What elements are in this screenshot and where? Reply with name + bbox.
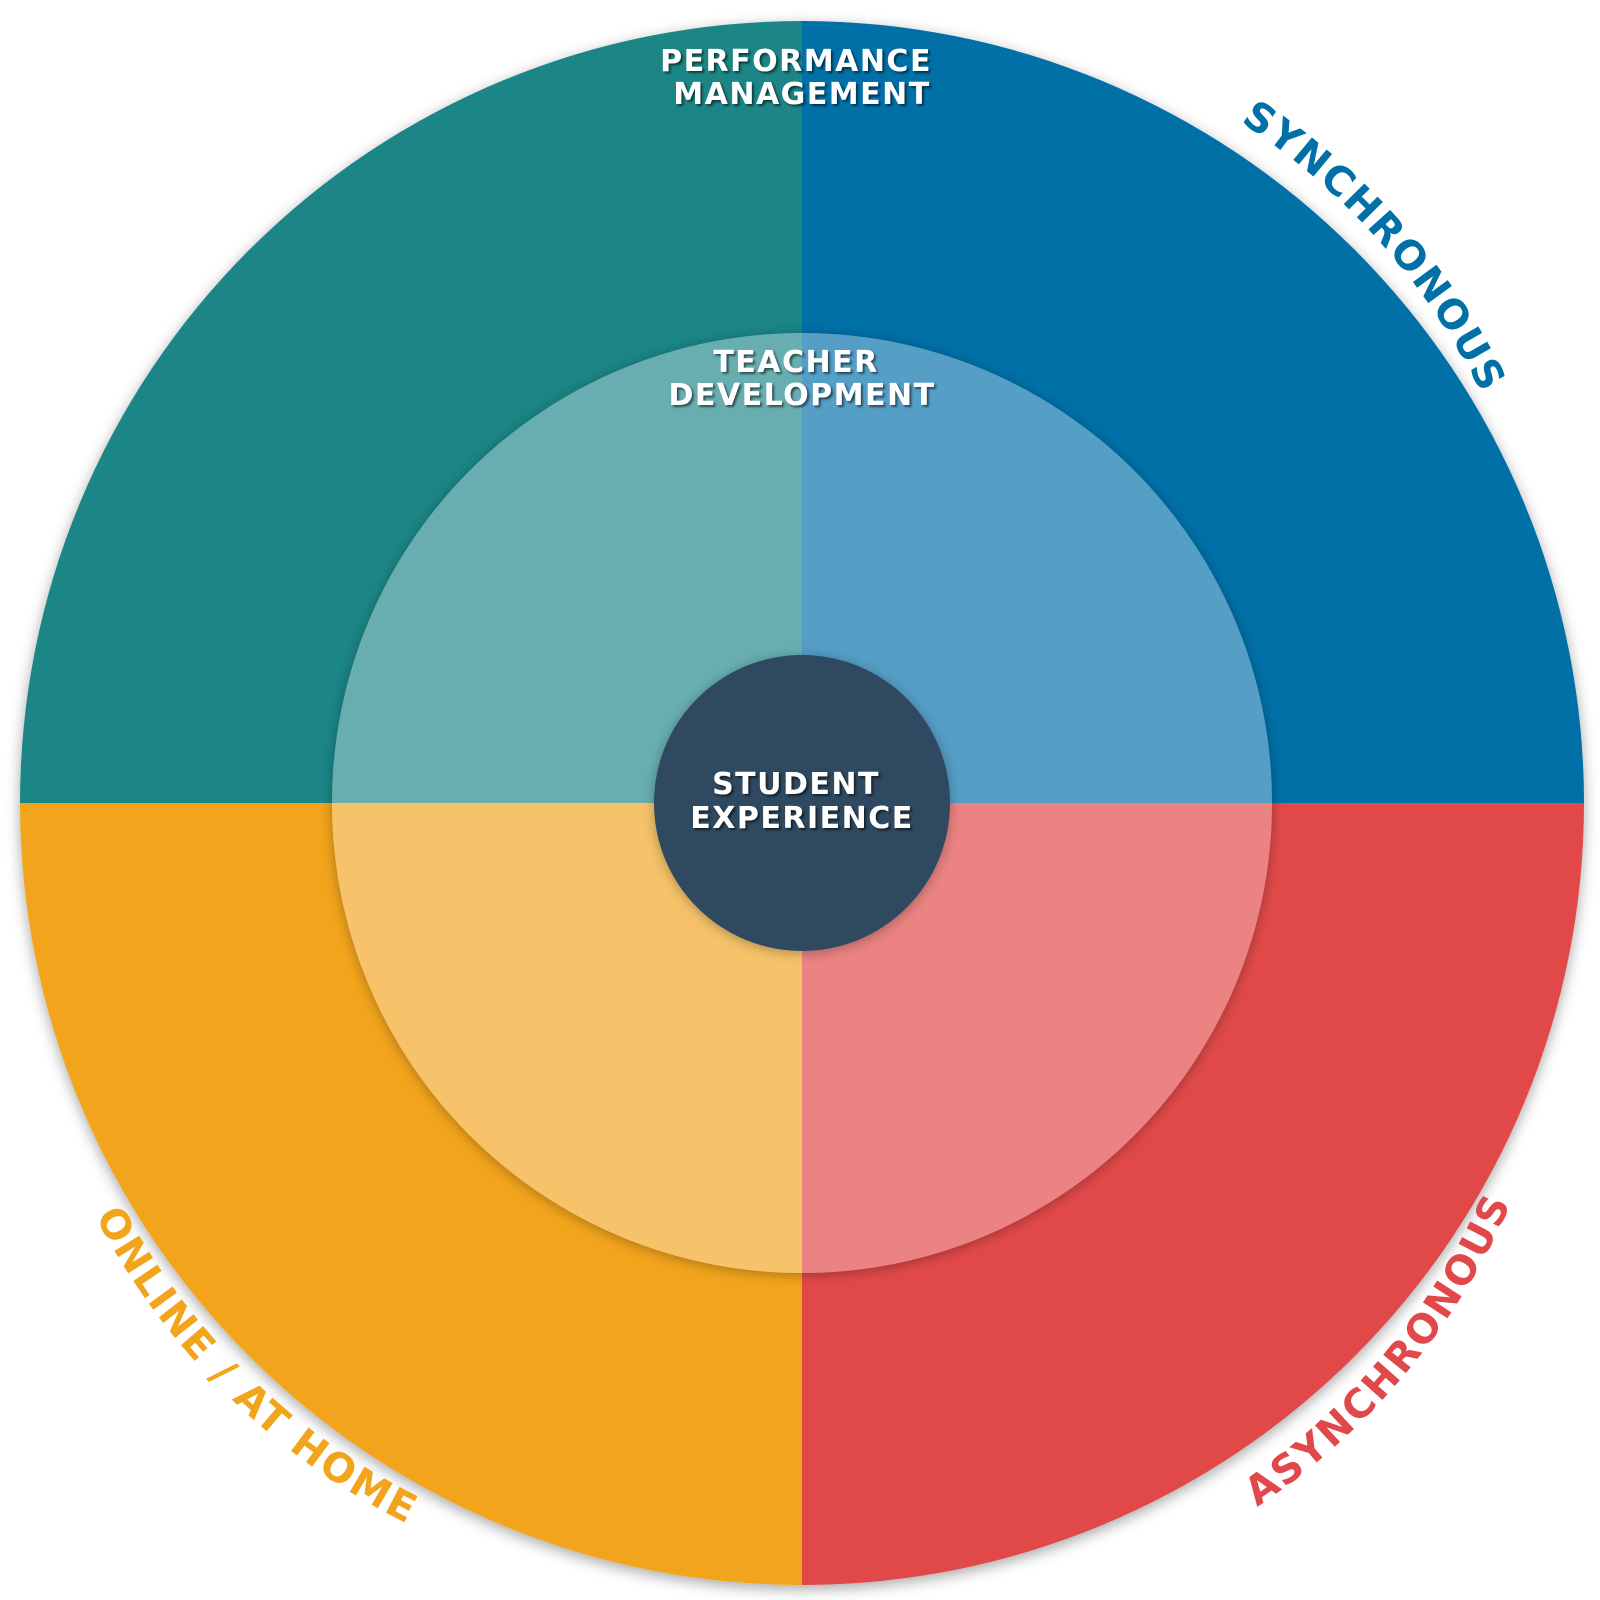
inner-quadrant-top-left — [332, 333, 802, 803]
center-label: STUDENT EXPERIENCE — [690, 767, 913, 836]
outer-ring-label-line-2: MANAGEMENT — [673, 77, 930, 112]
inner-quadrant-bottom-left — [332, 803, 802, 1273]
outer-ring-label: PERFORMANCE MANAGEMENT — [660, 44, 944, 112]
center-label-line-2: EXPERIENCE — [690, 801, 913, 836]
inner-quadrant-top-right — [802, 333, 1272, 803]
middle-ring-label-line-1: TEACHER — [713, 345, 878, 380]
outer-ring-label-line-1: PERFORMANCE — [660, 44, 932, 79]
center-circle-student-experience — [654, 655, 950, 951]
center-label-line-1: STUDENT — [712, 767, 880, 802]
middle-ring-teacher-development — [332, 333, 1272, 1273]
inner-quadrant-bottom-right — [802, 803, 1272, 1273]
middle-ring-label-line-2: DEVELOPMENT — [668, 378, 935, 413]
middle-ring-label: TEACHER DEVELOPMENT — [668, 345, 935, 413]
